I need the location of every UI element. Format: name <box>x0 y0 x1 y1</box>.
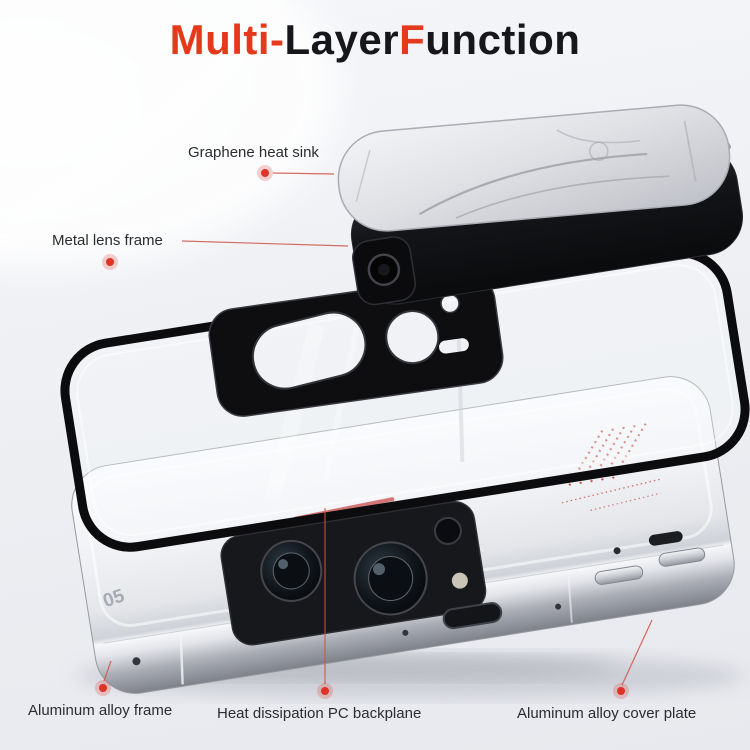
callout-heat-dissipation-pc-backplane: Heat dissipation PC backplane <box>217 705 422 722</box>
ambient-highlight <box>0 0 340 270</box>
title-segment-multi: Multi- <box>169 16 285 63</box>
dotted-logo-pattern <box>561 421 663 511</box>
title-segment-unction: unction <box>425 16 581 63</box>
usb-c-port <box>442 602 503 630</box>
callout-dot-graphene <box>257 165 273 181</box>
title-segment-f: F <box>399 16 426 63</box>
callout-dot-alloy-frame <box>95 680 111 696</box>
camera-module <box>220 497 487 646</box>
phone-body: 05 <box>71 376 735 694</box>
camera-lens-small <box>433 516 462 545</box>
bottom-ports <box>132 602 562 666</box>
leader-lens-frame <box>181 240 349 247</box>
callout-aluminum-alloy-cover-plate: Aluminum alloy cover plate <box>517 705 697 722</box>
page-title: Multi-LayerFunction <box>0 16 750 64</box>
callout-dots <box>95 165 629 699</box>
callout-aluminum-alloy-frame: Aluminum alloy frame <box>28 702 173 719</box>
heat-sink-layer <box>337 104 731 232</box>
side-buttons <box>594 531 706 585</box>
callout-graphene-heat-sink: Graphene heat sink <box>188 144 319 161</box>
lens-frame-layer <box>208 275 504 417</box>
callout-dot-cover-plate <box>613 683 629 699</box>
ambient-curve <box>0 21 270 245</box>
callout-metal-lens-frame: Metal lens frame <box>52 232 163 249</box>
title-segment-layer: Layer <box>284 16 400 63</box>
film-camera-bump <box>352 236 416 306</box>
leader-alloy-frame <box>103 660 112 682</box>
callout-lines <box>103 172 653 686</box>
callout-dot-lens-frame <box>102 254 118 270</box>
camera-flash <box>451 572 468 589</box>
callout-dot-backplane <box>317 683 333 699</box>
leader-cover-plate <box>621 619 653 686</box>
leader-graphene <box>272 172 335 175</box>
